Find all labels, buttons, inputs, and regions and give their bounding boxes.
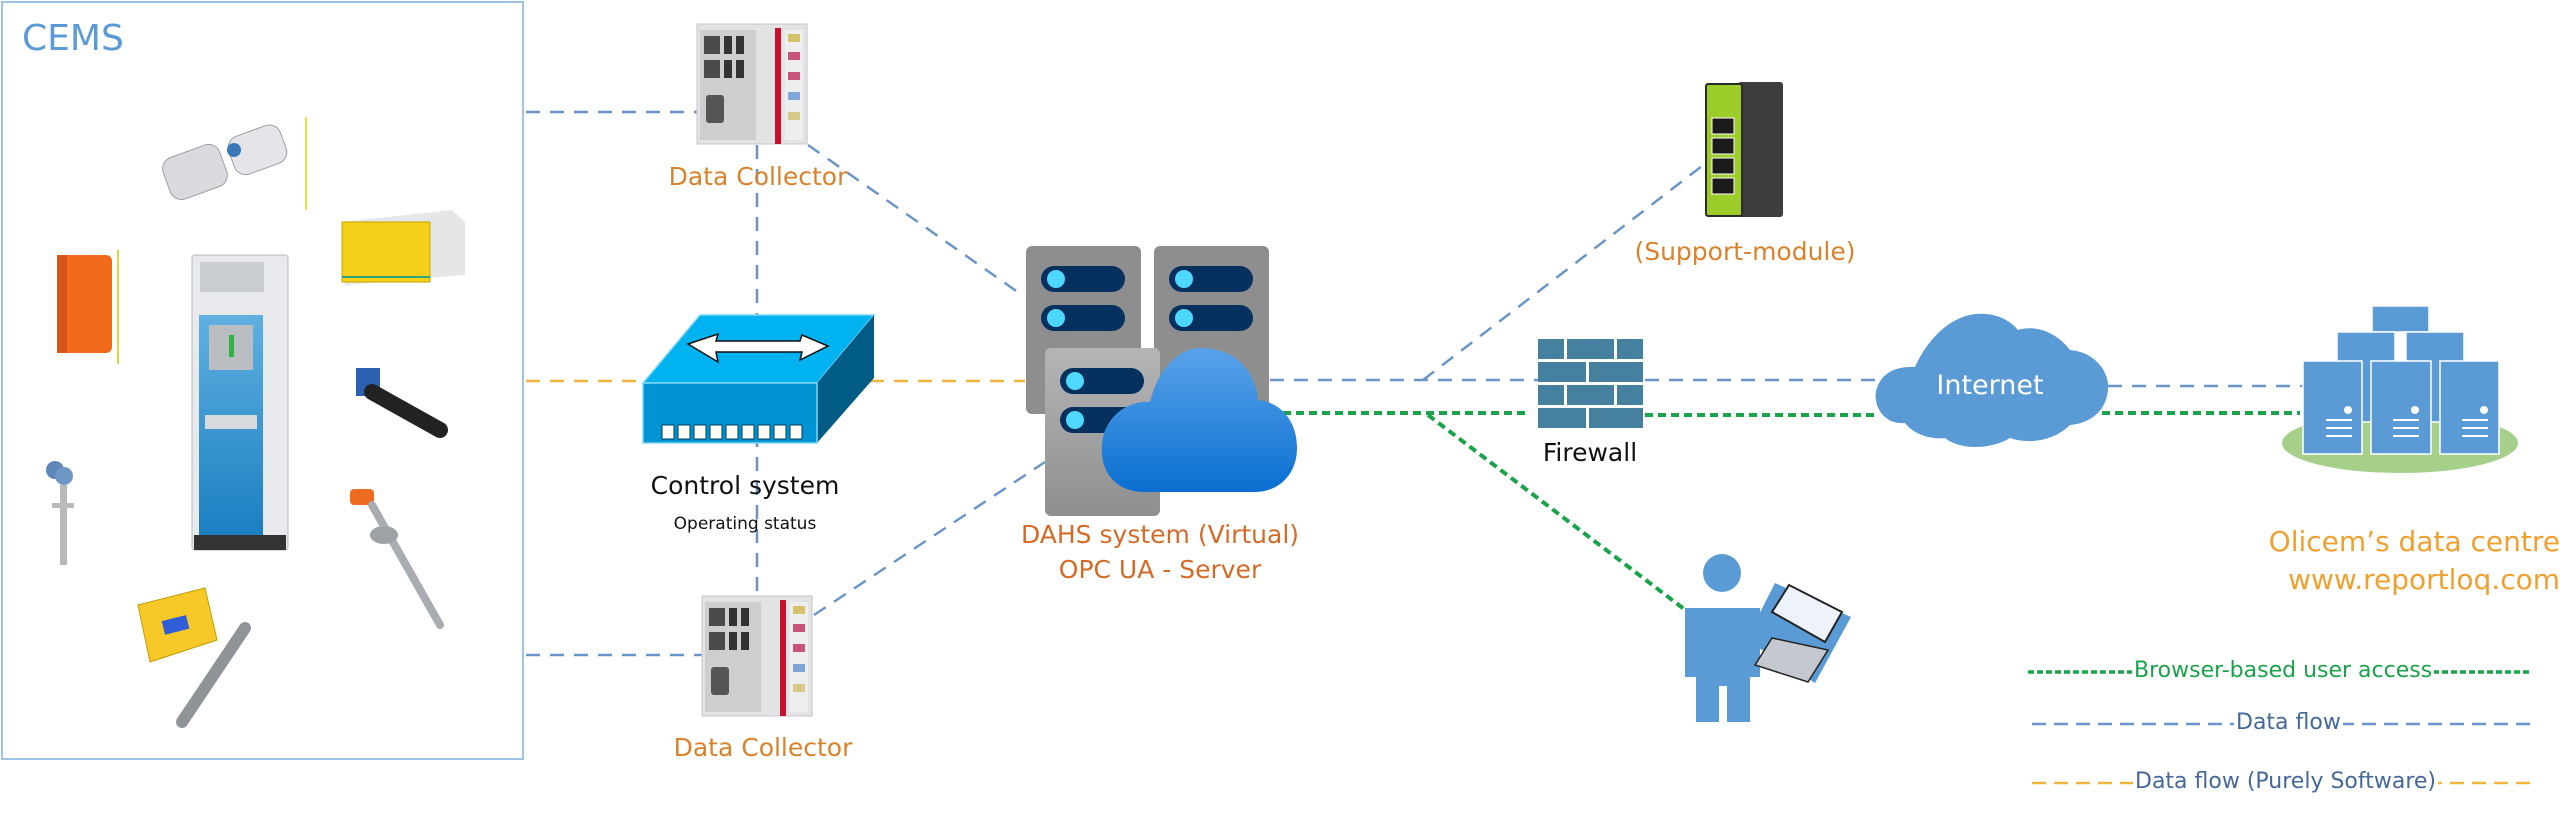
dahs-server-icon[interactable] — [1026, 246, 1297, 516]
probe-icon — [350, 489, 444, 629]
cems-devices — [46, 117, 465, 728]
bidirectional-arrow-icon — [686, 332, 830, 364]
network-switch-icon[interactable] — [641, 314, 876, 444]
data-collector-bottom-icon[interactable] — [701, 595, 813, 717]
laptop-icon — [1746, 583, 1851, 683]
browser-access-line — [1426, 413, 1727, 642]
server-tower — [2439, 360, 2500, 455]
control-system-label: Control system — [650, 471, 840, 500]
firewall-label: Firewall — [1542, 438, 1638, 467]
data-flow-line — [807, 143, 1023, 297]
legend-data-flow-label: Data flow — [2234, 710, 2343, 735]
rack-analyzer-icon — [341, 210, 465, 285]
probe-icon — [46, 461, 74, 565]
probe-icon — [356, 368, 448, 438]
data-collector-top-label: Data Collector — [668, 162, 848, 191]
cabinet-icon — [191, 254, 289, 551]
operating-status-label: Operating status — [673, 514, 817, 534]
cems-title: CEMS — [22, 18, 124, 59]
legend-browser-access-label: Browser-based user access — [2132, 658, 2435, 683]
dust-monitor-icon — [137, 587, 251, 728]
cloud-icon — [1101, 348, 1297, 492]
analyzer-icon — [57, 250, 119, 364]
firewall-icon[interactable] — [1538, 339, 1643, 428]
data-centre-icon[interactable] — [2282, 305, 2518, 473]
dahs-label-line1: DAHS system (Virtual) — [1020, 520, 1300, 549]
support-module-icon[interactable] — [1705, 82, 1783, 217]
internet-cloud-icon[interactable] — [1875, 313, 2109, 447]
data-centre-label-line2: www.reportloq.com — [2288, 563, 2560, 596]
data-collector-top-icon[interactable] — [696, 23, 808, 145]
cems-group-box — [1, 1, 524, 760]
support-module-label: (Support-module) — [1634, 237, 1856, 266]
dahs-label-line2: OPC UA - Server — [1058, 555, 1262, 584]
sensor-icon — [162, 117, 307, 210]
server-tower — [2370, 360, 2432, 455]
connection-lines — [526, 110, 2305, 657]
data-flow-line — [1422, 162, 1707, 381]
data-centre-label-line1: Olicem’s data centre — [2268, 525, 2560, 558]
legend-software-flow-label: Data flow (Purely Software) — [2133, 769, 2439, 794]
switch-ports — [661, 424, 803, 440]
data-collector-bottom-label: Data Collector — [673, 733, 853, 762]
internet-label: Internet — [1936, 370, 2044, 401]
user-icon[interactable] — [1685, 554, 1760, 722]
server-tower — [2302, 360, 2363, 455]
